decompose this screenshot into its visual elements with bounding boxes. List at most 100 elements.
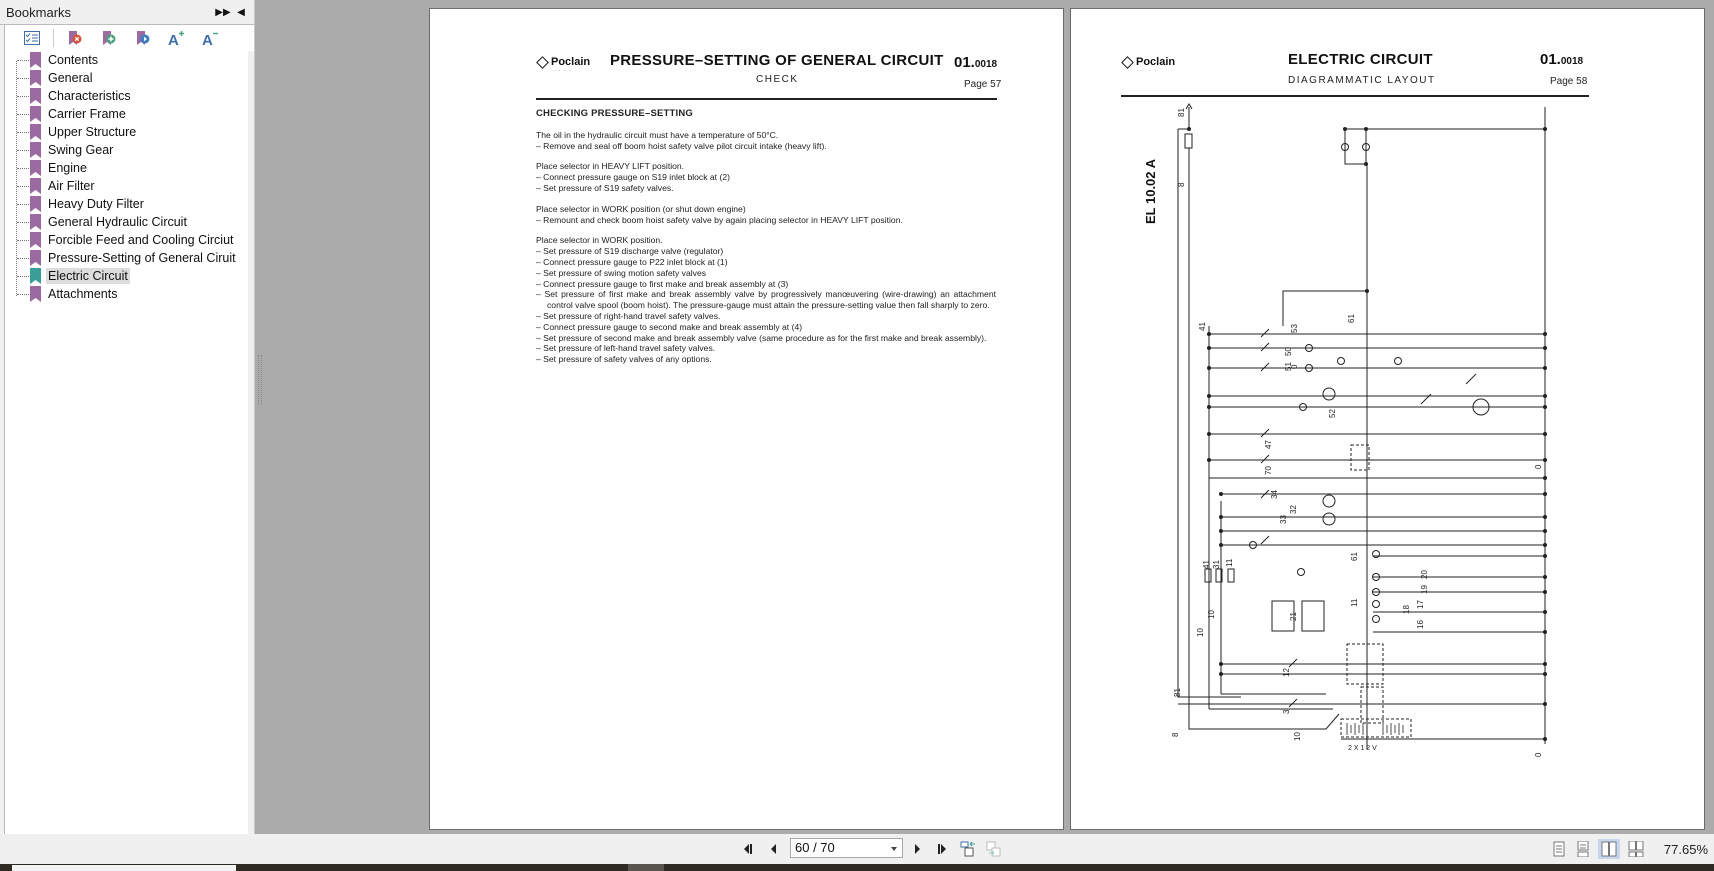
poclain-logo: Poclain ··· · · xyxy=(1121,55,1175,74)
bookmark-forcible-feed-cooling[interactable]: Forcible Feed and Cooling Circiut xyxy=(5,231,248,249)
bookmark-heavy-duty-filter[interactable]: Heavy Duty Filter xyxy=(5,195,248,213)
instruction-block: The oil in the hydraulic circuit must ha… xyxy=(536,129,827,151)
continuous-facing-view-button[interactable] xyxy=(1625,839,1647,859)
first-page-icon xyxy=(744,844,752,854)
bookmark-icon xyxy=(30,232,41,248)
continuous-view-button[interactable] xyxy=(1572,839,1594,859)
bookmark-characteristics[interactable]: Characteristics xyxy=(5,87,248,105)
page-number-label: Page 57 xyxy=(964,79,1002,90)
electric-circuit-diagram: 81 8 41 53 61 50 0 51 52 47 70 34 32 33 … xyxy=(1171,103,1547,757)
last-page-button[interactable] xyxy=(932,840,950,858)
svg-text:8: 8 xyxy=(1177,182,1186,187)
navigation-toolbar: 60 / 70 77.65% xyxy=(0,834,1714,864)
collapse-panel-icon[interactable]: ◀ xyxy=(237,6,245,18)
svg-text:61: 61 xyxy=(1350,552,1359,561)
svg-text:8: 8 xyxy=(1171,732,1180,737)
bookmarks-panel-header: Bookmarks ▶▶ ◀ xyxy=(0,0,254,25)
svg-text:53: 53 xyxy=(1290,324,1299,333)
bookmark-icon xyxy=(30,88,41,104)
bookmark-general-hydraulic-circuit[interactable]: General Hydraulic Circuit xyxy=(5,213,248,231)
svg-text:16: 16 xyxy=(1416,620,1425,629)
svg-text:17: 17 xyxy=(1416,600,1425,609)
svg-text:21: 21 xyxy=(1289,612,1298,621)
page-body-text: CHECKING PRESSURE–SETTING The oil in the… xyxy=(536,108,996,375)
facing-view-button[interactable] xyxy=(1598,839,1620,859)
bookmark-air-filter[interactable]: Air Filter xyxy=(5,177,248,195)
pdf-page-58: Poclain ··· · · ELECTRIC CIRCUIT 01.0018… xyxy=(1070,8,1705,830)
bookmark-options-icon[interactable] xyxy=(15,27,49,49)
header-rule xyxy=(536,98,997,100)
svg-text:50: 50 xyxy=(1284,347,1293,356)
instruction-block: Place selector in WORK position. – Set p… xyxy=(536,235,996,365)
page-subtitle: DIAGRAMMATIC LAYOUT xyxy=(1288,75,1436,86)
scrollbar-thumb[interactable] xyxy=(628,864,664,871)
previous-view-button[interactable] xyxy=(959,840,977,858)
bookmark-pressure-setting[interactable]: Pressure-Setting of General Ciruit xyxy=(5,249,248,267)
delete-bookmark-icon[interactable] xyxy=(58,27,92,49)
bookmark-icon xyxy=(30,214,41,230)
bookmark-icon xyxy=(30,178,41,194)
page-number-label: Page 58 xyxy=(1550,76,1588,87)
facing-pages-icon xyxy=(1601,841,1617,857)
bookmark-icon xyxy=(30,250,41,266)
page-title: PRESSURE–SETTING OF GENERAL CIRCUIT xyxy=(610,52,944,69)
bookmark-upper-structure[interactable]: Upper Structure xyxy=(5,123,248,141)
expand-panel-icon[interactable]: ▶▶ xyxy=(215,6,231,18)
bookmark-swing-gear[interactable]: Swing Gear xyxy=(5,141,248,159)
bookmark-icon xyxy=(30,124,41,140)
decrease-font-icon[interactable]: A xyxy=(194,27,228,49)
instruction-block: Place selector in HEAVY LIFT position. –… xyxy=(536,161,730,193)
svg-text:11: 11 xyxy=(1350,598,1359,607)
bookmark-icon xyxy=(30,286,41,302)
svg-text:41: 41 xyxy=(1198,322,1207,331)
svg-text:70: 70 xyxy=(1264,466,1273,475)
bookmark-icon xyxy=(30,142,41,158)
bookmark-selected-icon xyxy=(30,268,41,284)
svg-text:11: 11 xyxy=(1225,558,1234,567)
svg-text:A: A xyxy=(202,32,213,46)
bookmark-contents[interactable]: Contents xyxy=(5,51,248,69)
last-page-icon xyxy=(938,844,946,854)
single-page-icon xyxy=(1553,841,1565,857)
svg-text:10: 10 xyxy=(1196,628,1205,637)
doc-number: 01.0018 xyxy=(1540,51,1584,68)
next-page-button[interactable] xyxy=(908,840,926,858)
svg-text:0: 0 xyxy=(1290,364,1299,369)
svg-text:33: 33 xyxy=(1279,515,1288,524)
logo-diamond-icon xyxy=(536,55,549,69)
svg-text:0: 0 xyxy=(1534,752,1543,757)
continuous-page-icon xyxy=(1577,841,1589,857)
page-number-dropdown[interactable]: 60 / 70 xyxy=(790,838,903,858)
svg-text:81: 81 xyxy=(1177,108,1186,117)
bookmark-electric-circuit[interactable]: Electric Circuit xyxy=(5,267,248,285)
add-bookmark-icon[interactable] xyxy=(92,27,126,49)
first-page-button[interactable] xyxy=(741,840,759,858)
bookmark-engine[interactable]: Engine xyxy=(5,159,248,177)
horizontal-scrollbar-strip[interactable] xyxy=(0,864,1714,871)
bookmark-attachments[interactable]: Attachments xyxy=(5,285,248,303)
increase-font-icon[interactable]: A xyxy=(160,27,194,49)
single-page-view-button[interactable] xyxy=(1548,839,1570,859)
svg-text:32: 32 xyxy=(1289,505,1298,514)
panel-title: Bookmarks xyxy=(6,4,72,20)
bookmark-icon xyxy=(30,160,41,176)
instruction-block: Place selector in WORK position (or shut… xyxy=(536,203,903,225)
next-view-button[interactable] xyxy=(985,840,1003,858)
previous-page-icon xyxy=(771,844,776,854)
bookmark-carrier-frame[interactable]: Carrier Frame xyxy=(5,105,248,123)
svg-text:34: 34 xyxy=(1270,490,1279,499)
zoom-level[interactable]: 77.65% xyxy=(1663,842,1708,857)
previous-view-icon xyxy=(960,841,975,857)
svg-text:3: 3 xyxy=(1282,709,1291,714)
bookmark-general[interactable]: General xyxy=(5,69,248,87)
poclain-logo: Poclain ··· · · xyxy=(536,55,590,74)
scrollbar-track[interactable] xyxy=(12,865,236,871)
svg-text:10: 10 xyxy=(1293,732,1302,741)
svg-text:81: 81 xyxy=(1173,688,1182,697)
panel-splitter-handle[interactable] xyxy=(258,355,262,405)
bookmark-icon xyxy=(30,70,41,86)
svg-text:31: 31 xyxy=(1212,560,1221,569)
svg-text:A: A xyxy=(168,32,179,46)
previous-page-button[interactable] xyxy=(765,840,783,858)
go-to-bookmark-icon[interactable] xyxy=(126,27,160,49)
